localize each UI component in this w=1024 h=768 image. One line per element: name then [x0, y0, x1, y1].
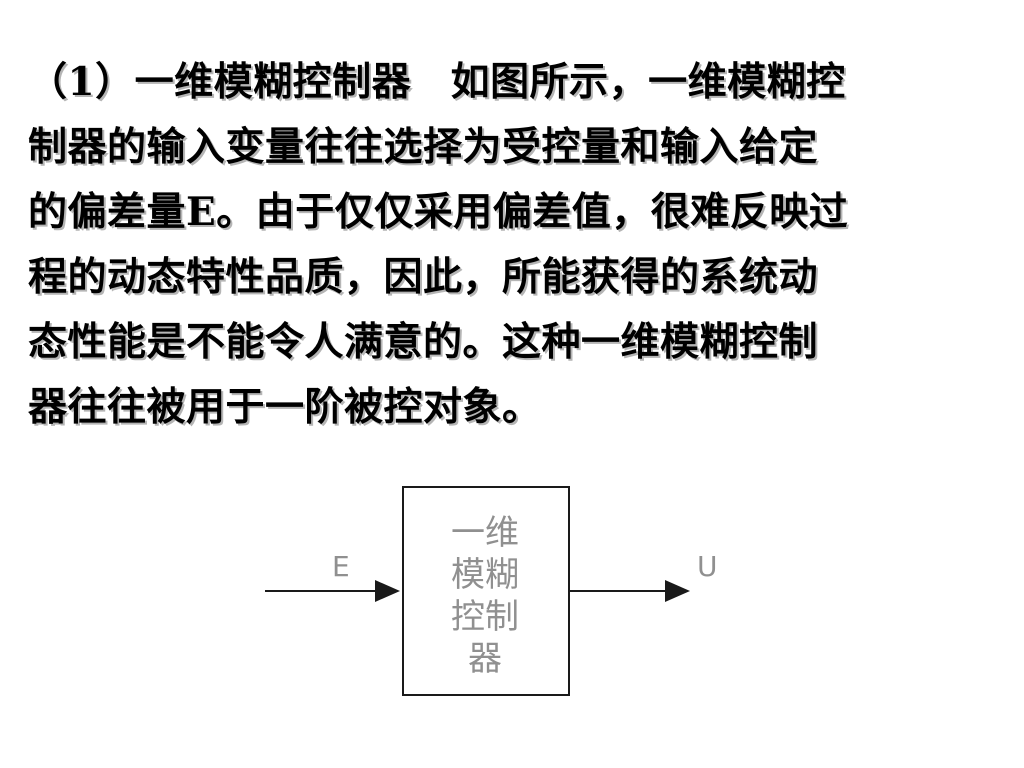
fuzzy-controller-label: 一维 模糊 控制 器	[430, 512, 540, 680]
input-arrowhead	[375, 580, 400, 602]
output-arrowhead	[665, 580, 690, 602]
block-label-line: 控制	[451, 597, 519, 637]
block-label-line: 模糊	[451, 555, 519, 595]
paragraph-line: 的偏差量E。由于仅仅采用偏差值，很难反映过	[28, 189, 849, 235]
block-label-line: 一维	[451, 513, 519, 553]
block-label-line: 器	[468, 639, 502, 679]
paragraph-line: 器往往被用于一阶被控对象。	[28, 384, 542, 430]
description-paragraph: （1）一维模糊控制器 如图所示，一维模糊控 制器的输入变量往往选择为受控量和输入…	[28, 50, 988, 440]
input-label: E	[332, 550, 350, 583]
diagram-connectors	[265, 580, 690, 602]
output-label: U	[697, 550, 718, 583]
fuzzy-controller-block	[402, 486, 570, 696]
paragraph-line: （1）一维模糊控制器 如图所示，一维模糊控	[28, 59, 846, 105]
paragraph-line: 制器的输入变量往往选择为受控量和输入给定	[28, 124, 819, 170]
controller-block-diagram: 一维 模糊 控制 器 E U	[250, 470, 750, 720]
paragraph-line: 态性能是不能令人满意的。这种一维模糊控制	[28, 319, 819, 365]
paragraph-line: 程的动态特性品质，因此，所能获得的系统动	[28, 254, 819, 300]
